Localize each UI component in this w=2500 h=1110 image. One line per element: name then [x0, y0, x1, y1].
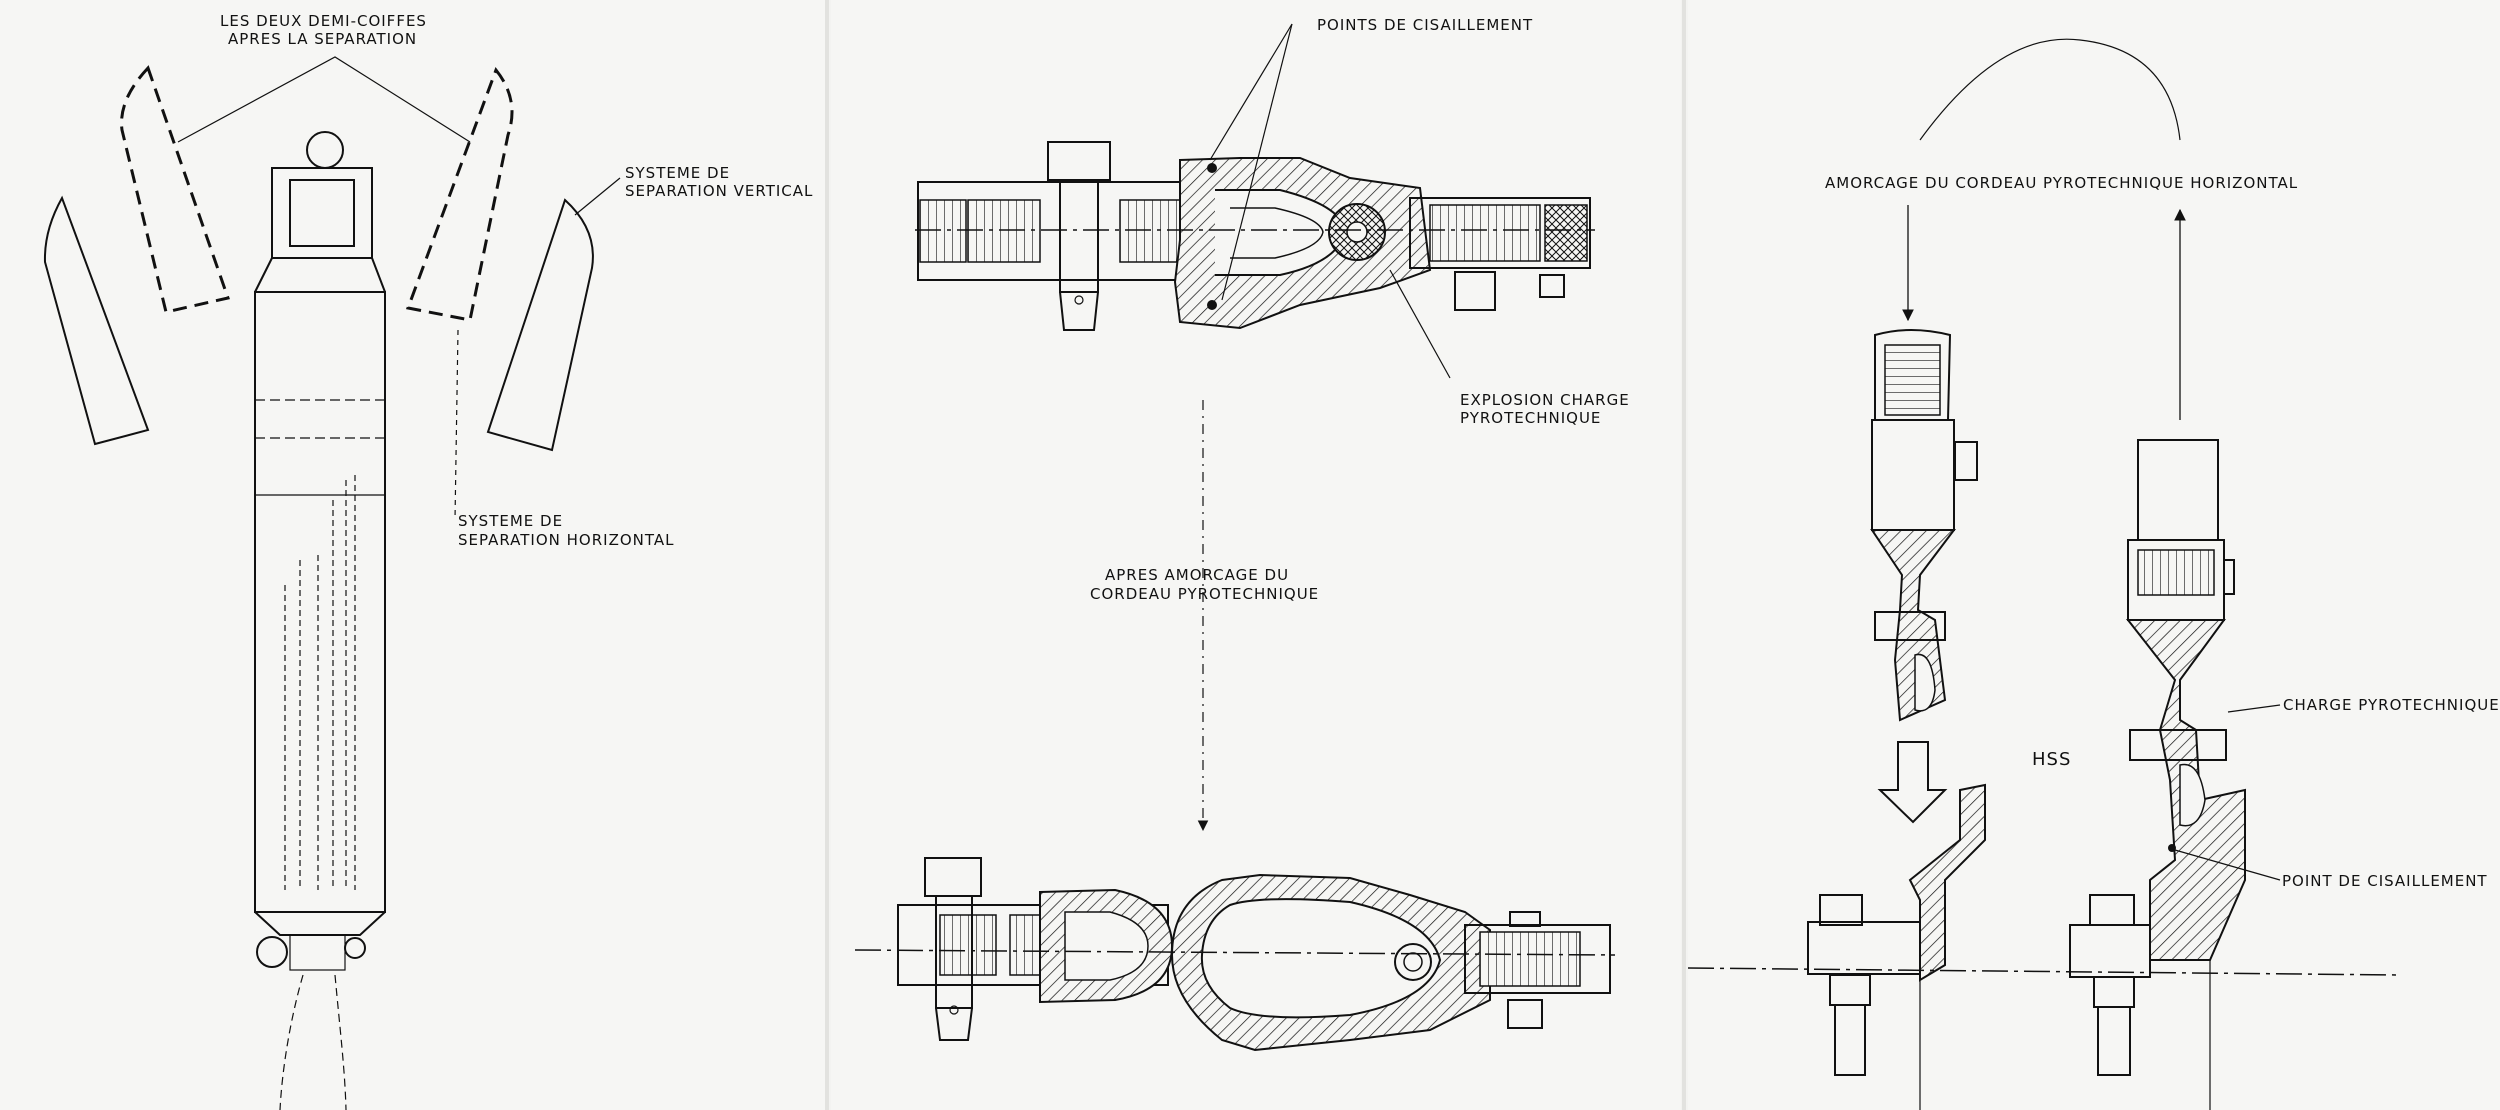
label-horizontal-system-line1: SYSTEME DE — [458, 512, 563, 530]
hss-left-before — [1870, 329, 1978, 722]
label-vertical-system-line2: SEPARATION VERTICAL — [625, 182, 813, 200]
internal-tubes — [284, 475, 356, 890]
fairing-half-left-inner — [120, 65, 230, 314]
label-explosion-line1: EXPLOSION CHARGE — [1460, 391, 1630, 409]
label-half-shells-line2: APRES LA SEPARATION — [228, 30, 417, 48]
fairing-half-right-inner — [405, 66, 514, 322]
panel-horizontal-joint — [1688, 0, 2500, 1110]
label-half-shells-line1: LES DEUX DEMI-COIFFES — [220, 12, 427, 30]
label-hss: HSS — [2032, 749, 2071, 770]
fairing-half-right-outer — [486, 198, 594, 452]
label-shear-point: POINT DE CISAILLEMENT — [2282, 872, 2488, 890]
label-ignition-horizontal: AMORCAGE DU CORDEAU PYROTECHNIQUE HORIZO… — [1825, 174, 2298, 192]
label-after-ignition-line2: CORDEAU PYROTECHNIQUE — [1090, 585, 1319, 603]
label-after-ignition-line1: APRES AMORCAGE DU — [1105, 566, 1289, 584]
label-explosion-line2: PYROTECHNIQUE — [1460, 409, 1601, 427]
rocket-drawing — [254, 131, 386, 1110]
label-vertical-system-line1: SYSTEME DE — [625, 164, 730, 182]
hss-right — [2069, 439, 2246, 1110]
label-horizontal-system-line2: SEPARATION HORIZONTAL — [458, 531, 675, 549]
panel-fairing — [0, 0, 825, 1110]
joint-before-separation — [915, 141, 1595, 331]
label-shear-points: POINTS DE CISAILLEMENT — [1317, 16, 1533, 34]
joint-after-separation — [854, 857, 1616, 1052]
label-charge: CHARGE PYROTECHNIQUE — [2283, 696, 2500, 714]
fairing-half-left-outer — [43, 195, 150, 446]
hss-left-after — [1807, 783, 1986, 1110]
